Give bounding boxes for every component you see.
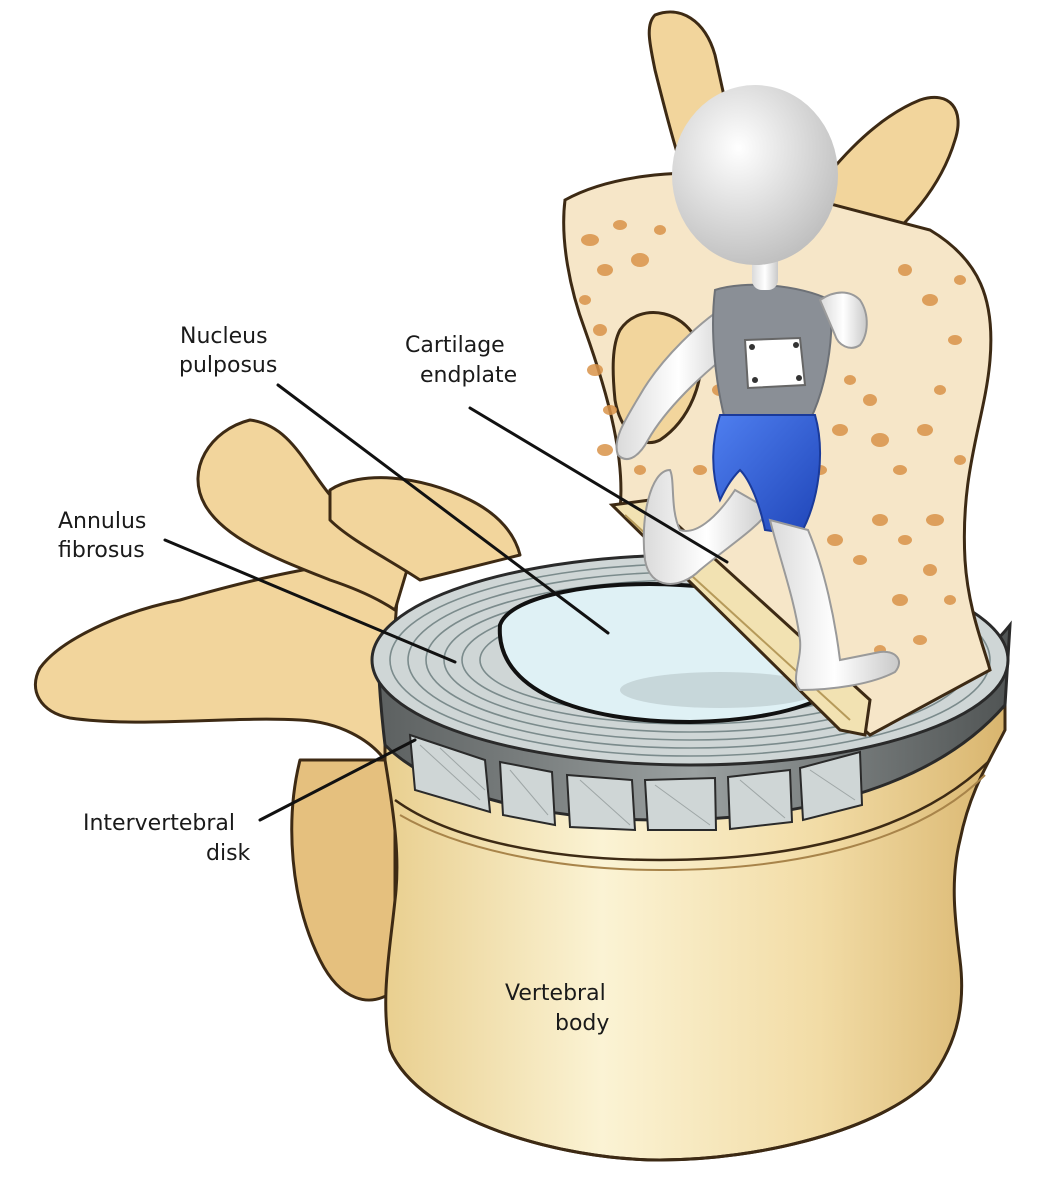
label-cartilage-endplate-line1: Cartilage: [405, 333, 505, 358]
label-vertebral-body-line2: body: [555, 1011, 609, 1036]
label-annulus-fibrosus-line2: fibrosus: [58, 538, 145, 563]
articular-process-left: [196, 418, 412, 612]
leader-cartilage: [468, 406, 729, 564]
leader-annulus: [163, 538, 457, 664]
leader-nucleus: [276, 383, 610, 635]
leader-disk: [258, 738, 417, 822]
leader-lines: [163, 383, 729, 822]
labels: Nucleus pulposus Cartilage endplate Annu…: [58, 324, 609, 1036]
transverse-process-left: [33, 558, 402, 762]
lamina-left: [290, 758, 397, 1002]
label-annulus-fibrosus-line1: Annulus: [58, 509, 146, 534]
label-vertebral-body-line1: Vertebral: [505, 981, 606, 1006]
intervertebral-disk-side: [376, 620, 1012, 832]
runner-figure: [615, 85, 900, 692]
label-cartilage-endplate-line2: endplate: [420, 363, 517, 388]
label-intervertebral-disk-line1: Intervertebral: [83, 811, 235, 836]
label-nucleus-pulposus-line2: pulposus: [179, 353, 277, 378]
label-nucleus-pulposus-line1: Nucleus: [180, 324, 268, 349]
pedicle-left: [328, 476, 522, 582]
label-intervertebral-disk-line2: disk: [206, 841, 251, 866]
